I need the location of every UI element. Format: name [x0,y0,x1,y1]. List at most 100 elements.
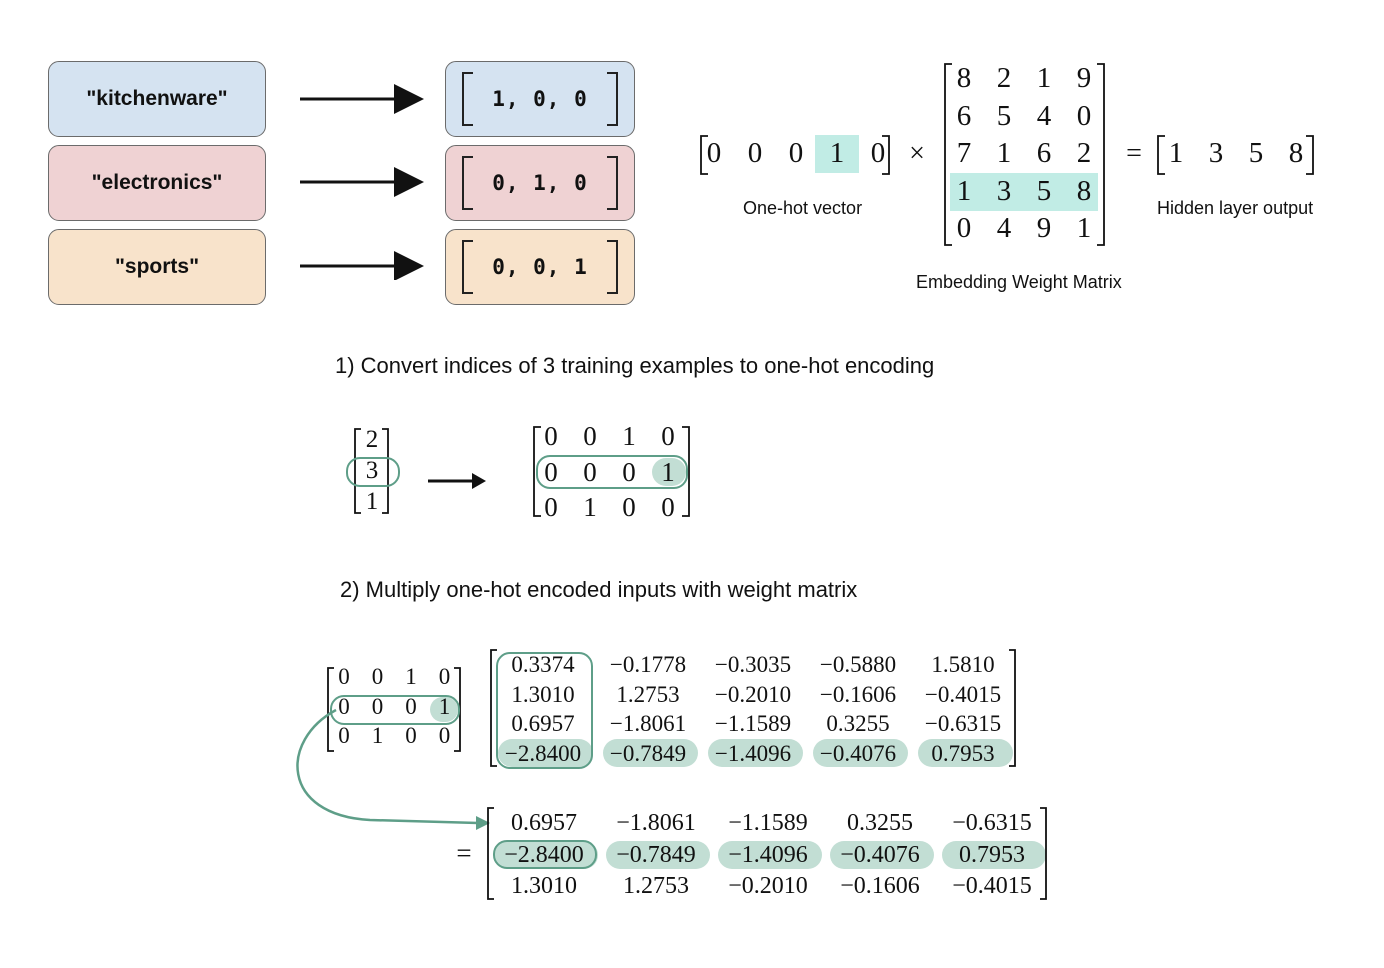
times-sign: × [909,138,925,169]
onehot-vector-text: 0, 1, 0 [492,171,588,195]
onehot-cell: 0 [338,723,350,748]
weight-cell: −1.1589 [714,711,792,736]
weight-cell: −2.8400 [504,740,582,766]
weight-cell: 5 [996,99,1012,132]
category-box-kitchenware: "kitchenware" [48,61,266,137]
value-highlight [708,739,803,767]
output-cell: 3 [1208,137,1224,169]
output-cell: 5 [1248,137,1264,169]
step2-result-brackets [487,807,1047,900]
weight-cell: −0.1778 [609,652,687,677]
arrow-right-icon [428,473,486,489]
category-label: "sports" [114,255,200,278]
weight-column-highlight-outline [496,652,593,769]
weight-cell: −1.8061 [609,711,687,736]
weight-cell: 0 [1076,99,1092,132]
weight-cell: −0.2010 [714,681,792,707]
onehot-cell: 0 [338,664,350,689]
mapping-arrows [300,84,424,280]
equals-sign: = [1126,138,1142,169]
equals-sign: = [456,838,472,868]
onehot-vector-box-electronics: 0, 1, 0 [445,145,635,221]
step1-onehot-brackets [533,426,690,517]
index-cell: 3 [365,457,379,484]
embedding-weight-matrix-label: Embedding Weight Matrix [916,272,1122,292]
result-cell: −0.4015 [952,873,1032,899]
weight-cell: 1.2753 [616,681,680,707]
index-cell: 2 [365,426,379,453]
weight-cell: −0.7849 [609,740,687,766]
weight-cell: 1.5810 [931,652,995,677]
value-highlight [918,739,1013,767]
onehot-cell: 1 [583,492,597,522]
weight-cell: 4 [996,212,1012,244]
weight-cell: −0.3035 [714,652,792,677]
onehot-cell: 1 [829,137,845,169]
value-highlight [498,739,593,767]
weight-cell: −0.4076 [819,740,897,766]
onehot-cell: 0 [371,664,384,689]
weight-cell: −0.6315 [924,711,1002,736]
weight-cell: 1 [1076,212,1092,244]
weight-cell: 2 [996,62,1012,94]
weight-cell: 1 [996,137,1012,169]
weight-cell: −0.1606 [819,681,897,707]
step2-weight-brackets [490,649,1016,767]
result-cell: −0.6315 [952,810,1032,836]
result-cell: 1.3010 [511,873,577,899]
onehot-row-highlight-outline [330,695,460,725]
result-cell: −0.2010 [728,873,808,899]
value-highlight [830,841,934,869]
value-highlight [603,739,698,767]
weight-cell: 9 [1076,62,1092,94]
onehot-cell: 0 [438,723,451,748]
onehot-cell: 0 [622,456,636,487]
weight-cell: 0.7953 [931,740,995,766]
onehot-cell: 0 [706,137,722,169]
result-cell: 0.3255 [847,810,913,836]
onehot-cell: 0 [622,492,636,522]
weight-cell: 5 [1036,174,1052,207]
onehot-cell: 1 [661,456,675,487]
weight-cell: 0.3374 [511,652,575,677]
result-cell: −2.8400 [504,841,584,868]
result-cell: 0.7953 [959,841,1025,868]
curved-arrow-icon [296,708,490,830]
onehot-cell: 1 [438,693,451,719]
category-label: "kitchenware" [86,87,228,110]
value-highlight [718,841,822,869]
onehot-cell: 1 [405,664,417,689]
weight-cell: 0 [956,212,972,244]
weight-cell: 4 [1036,99,1052,132]
onehot-vector-text: 1, 0, 0 [492,87,588,111]
onehot-cell: 0 [338,693,350,719]
category-label: "electronics" [91,171,223,194]
onehot-row-highlight-outline [536,455,688,489]
result-cell: −0.4076 [840,841,920,868]
onehot-vector-text: 0, 0, 1 [492,255,588,279]
output-brackets [1157,135,1314,175]
weight-row-highlight [950,173,1098,211]
onehot-cell: 0 [661,421,675,451]
weight-cell: 2 [1076,137,1092,169]
hidden-layer-output-label: Hidden layer output [1157,198,1314,218]
onehot-vector-label: One-hot vector [743,198,863,218]
result-cell: −0.7849 [616,841,696,868]
output-cell: 8 [1288,137,1304,169]
onehot-cell: 0 [870,137,886,169]
output-cell: 1 [1168,137,1184,169]
onehot-cell: 0 [583,456,597,487]
onehot-cell: 0 [405,693,417,719]
step2-heading: 2) Multiply one-hot encoded inputs with … [340,577,858,602]
onehot-cell: 0 [583,421,597,451]
weight-cell: −0.5880 [819,652,897,677]
weight-cell: 6 [956,99,972,132]
index-vector-brackets [354,428,389,514]
value-highlight [813,739,908,767]
weight-cell: 1.3010 [511,681,575,707]
onehot-cell: 0 [371,693,384,719]
result-cell: −1.8061 [616,810,696,836]
onehot-cell: 0 [747,137,763,169]
weight-cell: 0.6957 [511,711,575,736]
result-cell: −1.1589 [728,810,808,836]
